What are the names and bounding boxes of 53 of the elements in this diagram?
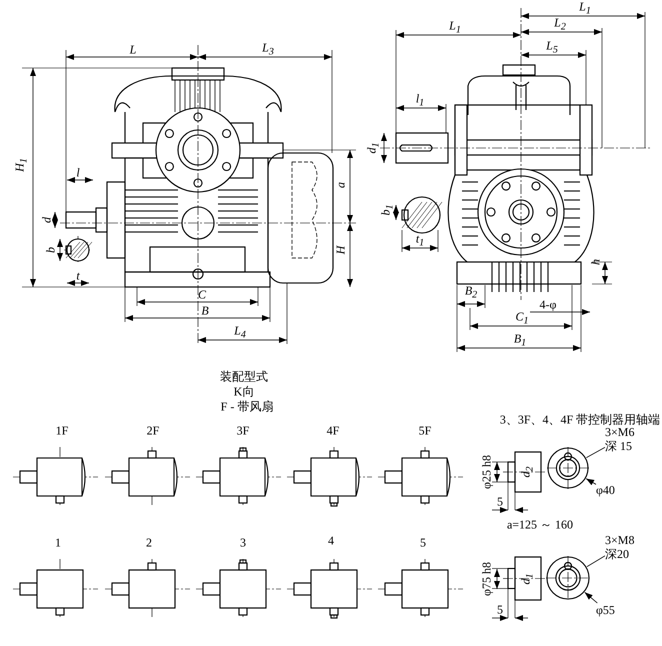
dimension-label: L$_{2}$ xyxy=(554,16,566,34)
note-text: 3、3F、4、4F 带控制器用轴端 xyxy=(500,414,660,426)
diagram-heading: 装配型式 xyxy=(220,370,268,384)
layout-label: 4F xyxy=(326,424,340,438)
dimension-label: b xyxy=(44,247,58,253)
layout-label: 5 xyxy=(420,536,426,550)
dimension-label: l$_{1}$ xyxy=(416,92,424,110)
layout-label: 3 xyxy=(240,536,246,550)
layout-label: 2 xyxy=(146,536,152,550)
callout-label: 3×M6 xyxy=(605,425,634,439)
dimension-label: t$_{1}$ xyxy=(416,232,424,250)
dimension-label: a xyxy=(334,182,348,188)
dimension-label: l xyxy=(76,166,80,180)
dimension-label: L xyxy=(130,44,136,56)
dimension-label: L$_{1}$ xyxy=(579,0,591,18)
layout-label: 1F xyxy=(56,424,68,438)
dimension-label: L$_{3}$ xyxy=(262,41,274,59)
dimension-label: 5 xyxy=(497,496,503,508)
dimension-label: φ75 h8 xyxy=(480,562,494,596)
dimension-label: d xyxy=(40,217,54,223)
shaft-end-face-drawing xyxy=(546,556,590,600)
leader-line xyxy=(586,555,606,568)
leader-line xyxy=(586,446,606,458)
leader-line xyxy=(586,478,596,486)
callout-label: φ40 xyxy=(596,483,615,497)
dimension-label: H xyxy=(334,246,348,254)
dimension-label: B$_{2}$ xyxy=(464,284,478,302)
dimension-label: B xyxy=(201,304,209,318)
shaft-end-face-drawing xyxy=(547,447,589,489)
diagram-heading: K向 xyxy=(234,386,254,398)
layout-label: 5F xyxy=(418,424,432,438)
dimension-label: L$_{5}$ xyxy=(546,39,558,57)
dimension-label: t xyxy=(76,270,80,282)
dimension-label: L$_{1}$ xyxy=(449,19,461,37)
callout-label: 深 15 xyxy=(605,439,633,453)
callout-label: φ55 xyxy=(596,603,615,617)
diagram-heading: F - 带风扇 xyxy=(220,400,274,414)
callout-label: 3×M8 xyxy=(605,533,634,547)
layout-label: 3F xyxy=(236,424,250,438)
layout-label: 2F xyxy=(146,424,160,438)
dimension-label: 5 xyxy=(497,604,503,616)
dimension-label: B$_{1}$ xyxy=(514,332,526,350)
dimension-label: L$_{4}$ xyxy=(234,324,246,342)
dimension-label: h xyxy=(590,259,602,265)
dimension-label: 4-φ xyxy=(540,298,556,312)
note-text: a=125 ～ 160 xyxy=(506,518,574,532)
dimension-label: φ25 h8 xyxy=(480,455,494,489)
leader-line xyxy=(584,592,598,604)
layout-label: 4 xyxy=(328,534,334,548)
callout-label: 深20 xyxy=(605,547,630,561)
dimension-label: C xyxy=(198,288,206,302)
layout-label: 1 xyxy=(55,536,61,550)
dimension-label: C$_{1}$ xyxy=(516,310,528,328)
